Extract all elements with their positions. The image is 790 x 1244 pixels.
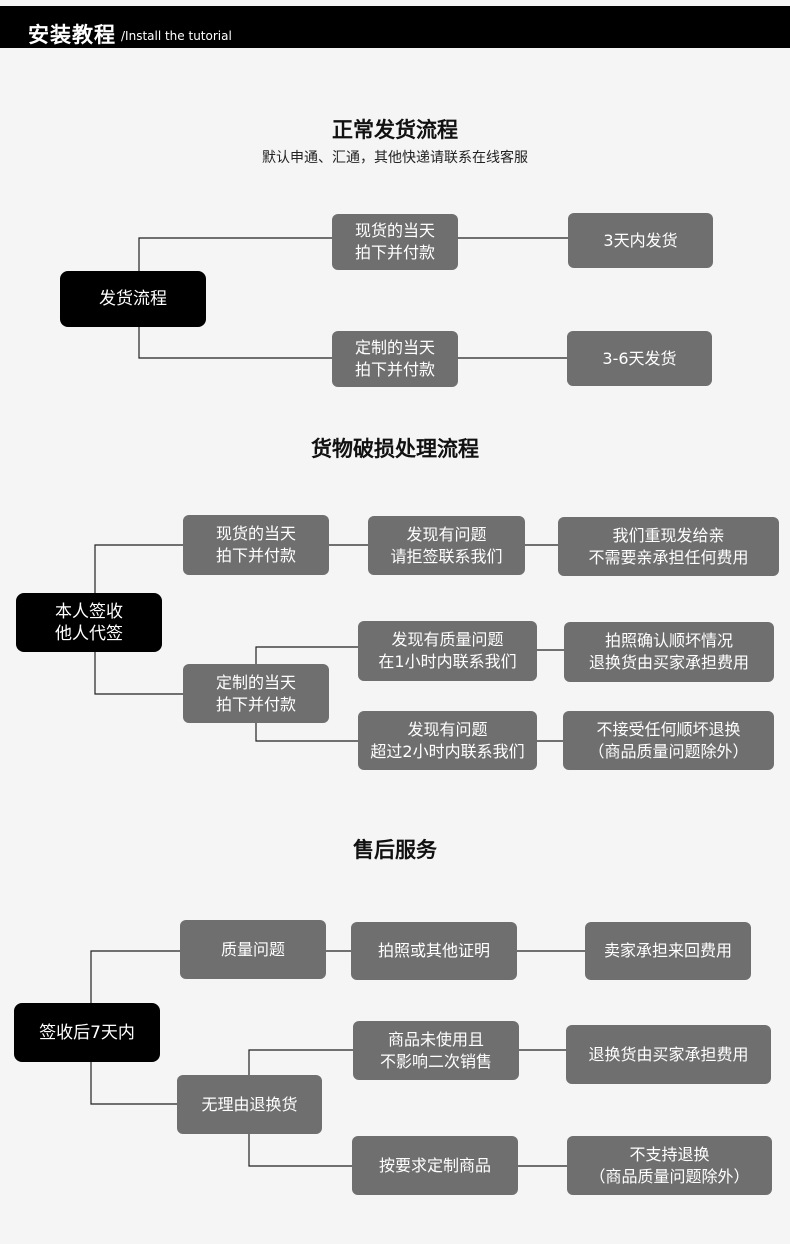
node-line: 不需要亲承担任何费用 (588, 547, 749, 567)
shipping-root-node: 发货流程 (60, 271, 206, 327)
header-bar: 安装教程 /Install the tutorial (0, 6, 790, 48)
aftersales-noreason-a-result-node: 退换货由买家承担费用 (566, 1025, 771, 1084)
node-line: 无理由退换货 (201, 1094, 298, 1114)
node-line: 3-6天发货 (602, 348, 677, 368)
node-line: 在1小时内联系我们 (378, 652, 517, 671)
node-line: 商品未使用且 (387, 1029, 484, 1049)
node-line: 不影响二次销售 (379, 1051, 492, 1071)
node-line: 发现有问题 (407, 719, 488, 739)
damage-stock-condition-node: 现货的当天 拍下并付款 (183, 515, 329, 575)
shipping-custom-result-node: 3-6天发货 (567, 331, 712, 386)
node-line: 现货的当天 (215, 524, 296, 543)
node-line: 拍下并付款 (354, 360, 435, 379)
node-line: 请拒签联系我们 (390, 546, 503, 566)
shipping-stock-result-node: 3天内发货 (568, 213, 713, 268)
node-line: 按要求定制商品 (378, 1155, 491, 1175)
aftersales-noreason-b-step-node: 按要求定制商品 (352, 1136, 518, 1195)
node-line: 现货的当天 (354, 221, 435, 240)
damage-custom-b-step-node: 发现有问题 超过2小时内联系我们 (358, 711, 537, 770)
node-line: 拍下并付款 (215, 546, 296, 565)
shipping-title: 正常发货流程 (332, 118, 458, 142)
aftersales-quality-node: 质量问题 (180, 920, 326, 979)
damage-custom-b-result-node: 不接受任何顺坏退换 （商品质量问题除外） (563, 711, 774, 770)
node-line: 超过2小时内联系我们 (370, 741, 525, 761)
node-line: 拍下并付款 (354, 243, 435, 262)
node-line: 质量问题 (220, 939, 285, 959)
aftersales-quality-result-node: 卖家承担来回费用 (585, 922, 751, 980)
damage-title: 货物破损处理流程 (311, 437, 479, 461)
node-line: 拍照确认顺坏情况 (604, 631, 733, 650)
node-line: 发现有质量问题 (391, 630, 504, 649)
node-line: 发现有问题 (406, 524, 487, 544)
node-line: 退换货由买家承担费用 (588, 1044, 749, 1064)
aftersales-title: 售后服务 (353, 838, 437, 862)
shipping-subtitle: 默认申通、汇通，其他快递请联系在线客服 (262, 150, 528, 166)
node-line: 拍下并付款 (215, 694, 296, 714)
header-title: 安装教程 (28, 23, 116, 47)
node-line: （商品质量问题除外） (588, 741, 749, 761)
shipping-custom-condition-node: 定制的当天 拍下并付款 (332, 331, 458, 387)
aftersales-root-node: 签收后7天内 (14, 1003, 160, 1062)
node-line: 定制的当天 (215, 672, 296, 692)
node-line: 定制的当天 (354, 338, 435, 357)
shipping-root-label: 发货流程 (99, 289, 167, 309)
node-line: 拍照或其他证明 (377, 941, 490, 960)
node-line: 退换货由买家承担费用 (588, 653, 749, 672)
aftersales-noreason-node: 无理由退换货 (177, 1075, 322, 1134)
damage-custom-a-result-node: 拍照确认顺坏情况 退换货由买家承担费用 (564, 622, 774, 682)
node-line: 不接受任何顺坏退换 (596, 719, 741, 739)
damage-custom-condition-node: 定制的当天 拍下并付款 (183, 664, 329, 723)
node-line: 他人代签 (55, 623, 123, 644)
node-line: 签收后7天内 (39, 1022, 135, 1043)
node-line: （商品质量问题除外） (589, 1166, 750, 1186)
node-line: 本人签收 (55, 601, 123, 622)
damage-stock-result-node: 我们重现发给亲 不需要亲承担任何费用 (558, 517, 779, 576)
aftersales-noreason-b-result-node: 不支持退换 （商品质量问题除外） (567, 1136, 772, 1195)
node-line: 3天内发货 (603, 230, 678, 250)
damage-custom-a-step-node: 发现有质量问题 在1小时内联系我们 (358, 621, 537, 681)
shipping-stock-condition-node: 现货的当天 拍下并付款 (332, 214, 458, 270)
aftersales-noreason-a-step-node: 商品未使用且 不影响二次销售 (353, 1021, 519, 1080)
node-line: 我们重现发给亲 (612, 525, 725, 545)
damage-root-node: 本人签收 他人代签 (16, 593, 162, 652)
node-line: 卖家承担来回费用 (603, 941, 732, 960)
header-subtitle: /Install the tutorial (121, 29, 232, 43)
damage-stock-step-node: 发现有问题 请拒签联系我们 (368, 516, 525, 575)
aftersales-quality-step-node: 拍照或其他证明 (351, 922, 517, 980)
node-line: 不支持退换 (629, 1144, 710, 1164)
